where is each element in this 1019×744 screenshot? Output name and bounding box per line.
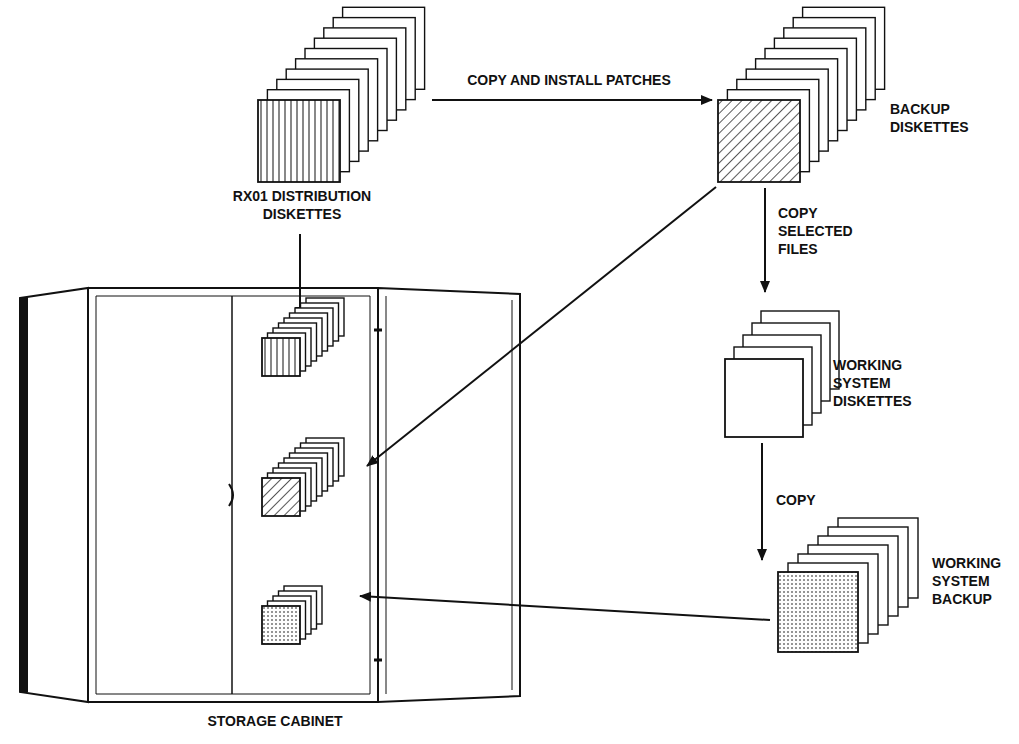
- cabinet-drawing: [20, 288, 520, 702]
- stack-label: RX01 DISTRIBUTION DISKETTES: [213, 187, 391, 223]
- diskette-stack: WORKING SYSTEM BACKUP: [778, 518, 930, 652]
- diskette-stack: WORKING SYSTEM DISKETTES: [725, 300, 837, 437]
- edge-label: COPY SELECTED FILES: [776, 203, 868, 259]
- stored-diskettes: [262, 298, 344, 376]
- edge-label: COPY AND INSTALL PATCHES: [452, 70, 686, 90]
- edge-label: COPY: [774, 490, 838, 510]
- diskette: [262, 338, 300, 376]
- stack-label: WORKING SYSTEM DISKETTES: [833, 356, 943, 410]
- diskette: [262, 478, 300, 516]
- copy-arrow: [764, 188, 766, 292]
- stack-label: WORKING SYSTEM BACKUP: [932, 554, 1016, 608]
- diskette: [258, 100, 340, 182]
- diskette: [725, 359, 803, 437]
- diskette: [778, 572, 858, 652]
- copy-arrow: [360, 596, 770, 620]
- stack-outline: [778, 518, 930, 652]
- storage-cabinet: STORAGE CABINET: [15, 282, 525, 707]
- diskette: [262, 606, 300, 644]
- stack-outline: [718, 5, 890, 182]
- diskette-stack: BACKUP DISKETTES: [718, 5, 890, 182]
- copy-arrow: [761, 443, 763, 560]
- stack-outline: [725, 300, 837, 437]
- copy-arrow: [367, 187, 716, 466]
- stack-label: BACKUP DISKETTES: [890, 100, 1000, 136]
- diskette: [718, 100, 800, 182]
- stack-outline: [258, 5, 430, 182]
- stored-diskettes: [262, 586, 322, 644]
- stored-diskettes: [262, 438, 344, 516]
- cabinet-outline: [15, 282, 525, 707]
- stack-label: STORAGE CABINET: [155, 712, 395, 730]
- copy-arrow: [432, 99, 712, 101]
- diskette-stack: RX01 DISTRIBUTION DISKETTES: [258, 5, 430, 182]
